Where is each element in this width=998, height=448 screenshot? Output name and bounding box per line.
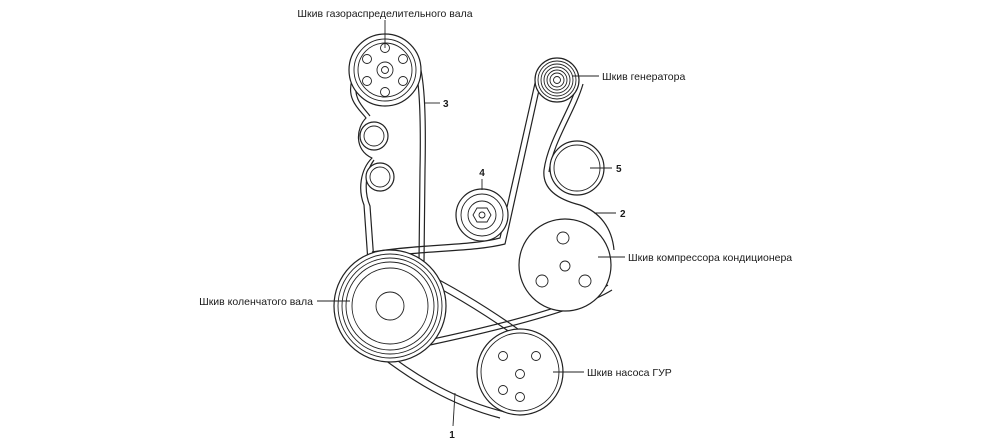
crankshaft-label: Шкив коленчатого вала [199,296,313,308]
ac-compressor-label: Шкив компрессора кондиционера [628,252,792,264]
belt-3-number: 3 [443,99,449,110]
power-steering-pulley [476,328,564,416]
timing-idler-lower [365,162,395,192]
alternator-label: Шкив генератора [602,71,685,83]
power-steering-label: Шкив насоса ГУР [587,367,672,379]
belt-2-number: 2 [620,209,626,220]
tensioner-4-number: 4 [479,168,485,179]
crankshaft-pulley [333,249,447,363]
leader-lines [317,20,625,427]
tensioner-pulley-4 [455,188,509,242]
idler-5-number: 5 [616,164,622,175]
alternator-pulley [534,57,580,103]
belt-1-number: 1 [449,430,455,441]
ac-compressor-pulley [518,218,612,312]
camshaft-label: Шкив газораспределительного вала [297,8,472,20]
timing-idler-upper [359,121,389,151]
